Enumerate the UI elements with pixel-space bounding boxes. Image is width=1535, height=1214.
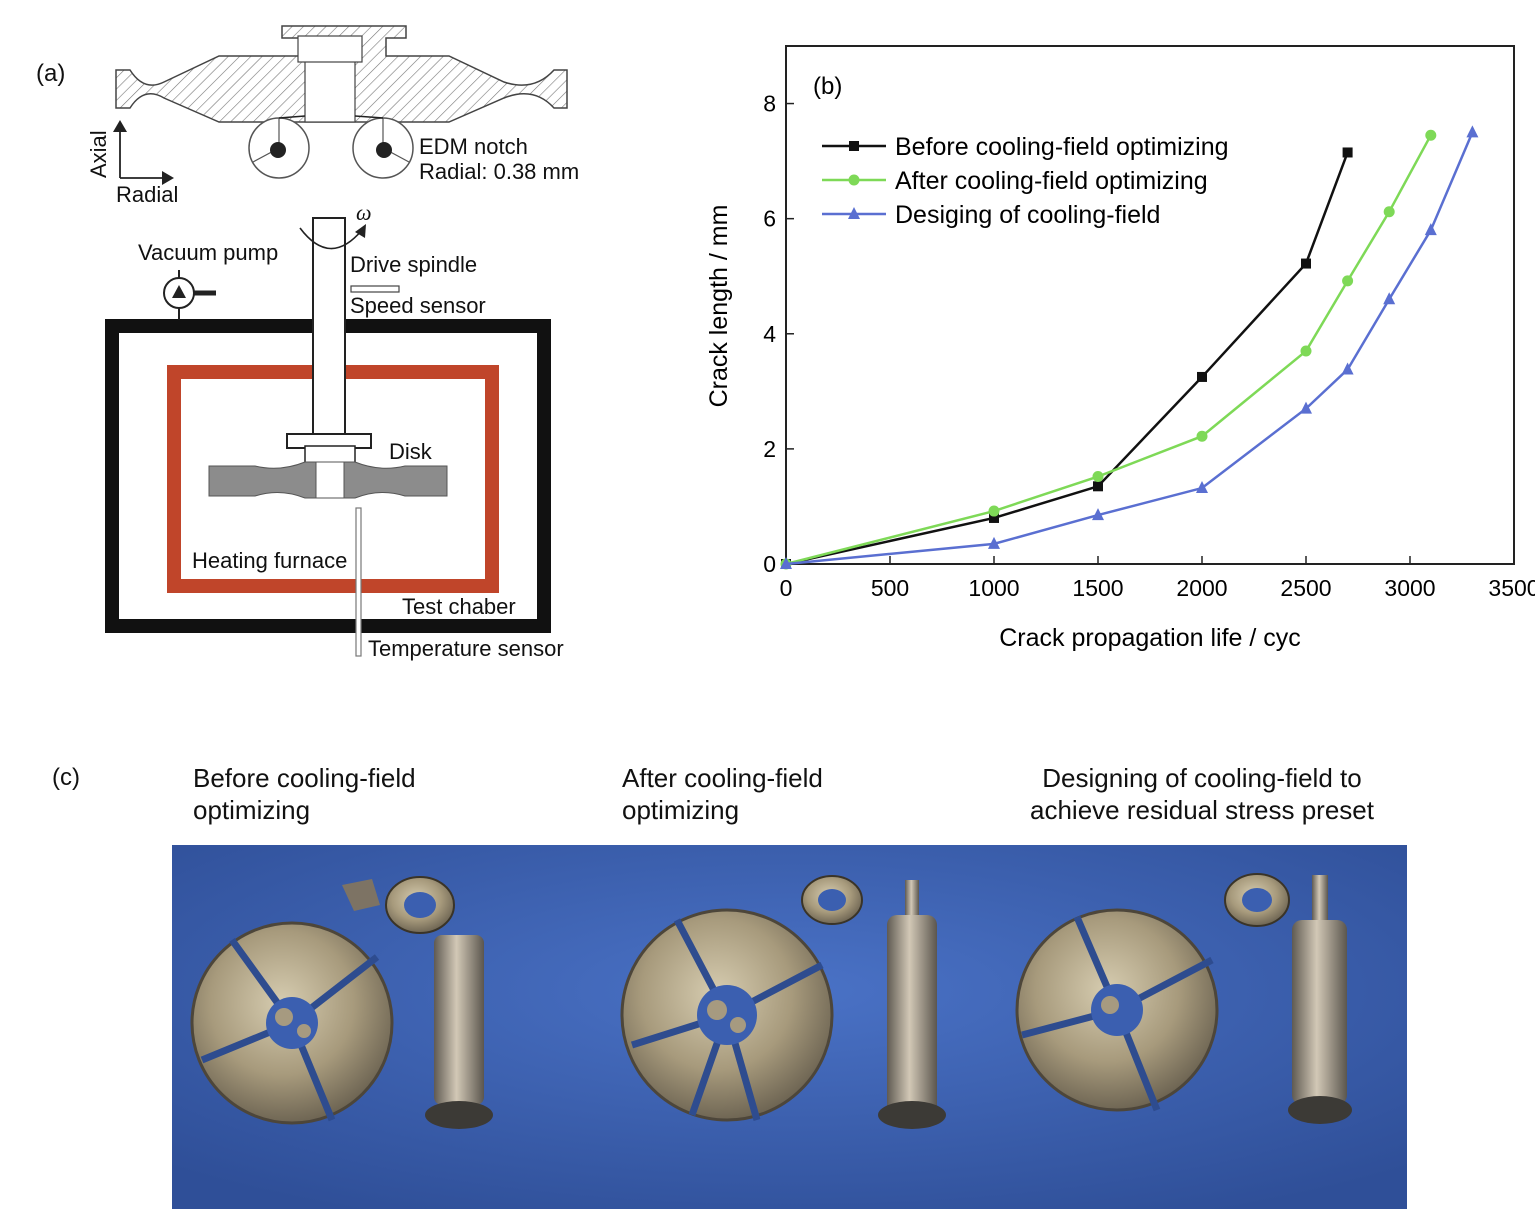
data-point — [1197, 371, 1207, 382]
data-point — [989, 512, 999, 523]
legend-label: Desiging of cooling-field — [895, 201, 1160, 229]
caption-after-line2: optimizing — [622, 795, 740, 825]
legend-label: After cooling-field optimizing — [895, 167, 1208, 195]
data-point — [1341, 362, 1354, 375]
data-point — [1383, 206, 1395, 218]
fractured-disks-illustration — [172, 845, 1407, 1209]
legend-entry: After cooling-field optimizing — [822, 167, 1208, 195]
x-tick-label: 1000 — [968, 575, 1019, 601]
y-tick-label: 4 — [763, 321, 776, 347]
x-tick-label: 2500 — [1280, 575, 1331, 601]
legend-label: Before cooling-field optimizing — [895, 133, 1229, 161]
y-tick-label: 6 — [763, 206, 776, 232]
data-point — [1092, 508, 1104, 521]
legend-entry: Before cooling-field optimizing — [822, 133, 1229, 161]
data-point — [1466, 125, 1479, 138]
x-tick-label: 1500 — [1072, 575, 1123, 601]
legend-marker — [848, 207, 860, 219]
hub-and-shaft-designed — [1224, 873, 1352, 1124]
temperature-sensor-label: Temperature sensor — [368, 636, 564, 661]
x-tick-label: 0 — [780, 575, 793, 601]
x-tick-label: 3000 — [1384, 575, 1435, 601]
y-tick-label: 2 — [763, 436, 776, 462]
vacuum-pump-label: Vacuum pump — [138, 240, 279, 265]
caption-after: After cooling-field optimizing — [622, 762, 823, 826]
caption-designing: Designing of cooling-field to achieve re… — [1000, 762, 1404, 826]
temperature-sensor — [355, 507, 362, 657]
data-point — [1300, 401, 1312, 414]
y-tick-label: 0 — [763, 551, 776, 577]
series-2 — [780, 129, 1437, 570]
caption-before: Before cooling-field optimizing — [193, 762, 416, 826]
legend-marker — [849, 141, 859, 151]
data-point — [1342, 275, 1354, 287]
x-axis-label: Crack propagation life / cyc — [999, 624, 1301, 652]
data-point — [1300, 345, 1312, 357]
y-tick-label: 8 — [763, 91, 776, 117]
drive-spindle — [312, 217, 346, 437]
series-line — [785, 152, 1349, 566]
disk-fragments-after — [620, 908, 834, 1122]
caption-designing-line2: achieve residual stress preset — [1030, 795, 1374, 825]
x-tick-label: 3500 — [1488, 575, 1535, 601]
data-point — [1196, 430, 1208, 442]
data-point — [1196, 481, 1208, 494]
data-point — [988, 505, 1000, 517]
notch-label-line1: EDM notch — [419, 134, 528, 159]
radial-label: Radial — [116, 182, 179, 207]
caption-designing-line1: Designing of cooling-field to — [1042, 763, 1362, 793]
axial-label: Axial — [86, 130, 111, 178]
test-chamber-label: Test chaber — [402, 594, 516, 619]
panel-c-label: (c) — [52, 764, 80, 791]
data-point — [1342, 147, 1353, 158]
x-tick-label: 2000 — [1176, 575, 1227, 601]
hub-and-shaft-before — [342, 876, 493, 1129]
y-axis-label: Crack length / mm — [705, 205, 733, 408]
disk-fragments-before — [190, 921, 394, 1125]
rotation-arrow — [299, 227, 363, 250]
drive-spindle-label: Drive spindle — [350, 252, 478, 277]
caption-before-line1: Before cooling-field — [193, 763, 416, 793]
series-line — [785, 134, 1432, 566]
legend-marker — [848, 174, 860, 186]
data-point — [1301, 258, 1311, 269]
disk-label: Disk — [389, 439, 432, 464]
panel-b-label: (b) — [813, 73, 842, 100]
plot-frame — [785, 45, 1515, 565]
series-line — [785, 131, 1474, 566]
data-point — [1425, 129, 1437, 141]
series-3 — [780, 125, 1479, 569]
caption-before-line2: optimizing — [193, 795, 311, 825]
data-point — [1383, 292, 1396, 305]
data-point — [780, 557, 792, 569]
x-tick-label: 500 — [871, 575, 909, 601]
test-rig-schematic — [105, 25, 568, 657]
disk-fragments-designed — [1015, 908, 1219, 1112]
data-point — [1424, 223, 1437, 236]
speed-sensor — [350, 285, 400, 293]
data-point — [1092, 471, 1104, 483]
hub-and-shaft-after — [801, 875, 946, 1129]
caption-after-line1: After cooling-field — [622, 763, 823, 793]
panel-a-label: (a) — [36, 60, 66, 87]
crack-growth-chart: 0 500 1000 1500 2000 2500 3000 3500 0 2 4 6 8 Before… — [705, 45, 1535, 652]
notch-label-line2: Radial: 0.38 mm — [419, 159, 580, 184]
data-point — [988, 536, 1000, 549]
heating-furnace-label: Heating furnace — [192, 548, 348, 573]
speed-sensor-label: Speed sensor — [350, 293, 486, 318]
fractured-disks-photo — [172, 845, 1407, 1209]
data-point — [1093, 481, 1103, 492]
omega-label: ω — [356, 200, 372, 225]
legend-entry: Desiging of cooling-field — [822, 201, 1160, 229]
